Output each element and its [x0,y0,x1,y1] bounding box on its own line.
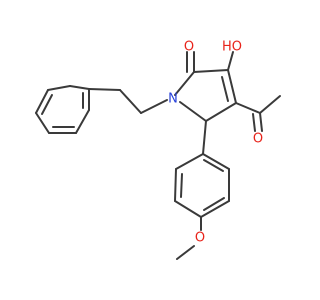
ketone-oxygen-label: O [184,40,194,55]
bond-acyl-o [259,112,263,132]
bond-ch2-ch2 [119,89,142,114]
bond-o-methyl [176,245,195,260]
bond-ch2-ph [88,88,121,91]
bond-c2-c3 [193,69,229,73]
bond-an-inner-1 [180,173,183,198]
bond-an-6 [202,153,230,170]
bond-acyl-methyl [259,95,281,114]
molecule-structure: O HO N O O [35,40,281,260]
bond-c3-c4-double [221,76,229,102]
bond-ph-6 [75,109,90,134]
bond-n-ch2 [140,99,168,114]
bond-c3-oh [227,51,234,71]
bond-ph-3 [35,89,49,114]
bond-ph-4 [35,112,50,134]
atom-labels: O HO N O O [168,40,263,246]
bond-an-4 [200,200,230,218]
bonds [35,51,281,260]
bond-ph-2 [47,85,71,91]
bond-an-2 [174,168,177,202]
bond-an-3 [174,200,202,218]
bond-c5-anisyl [202,120,207,155]
acetyl-oxygen-label: O [253,132,263,147]
methoxy-oxygen-label: O [195,231,205,246]
bond-c4-acyl [235,102,261,114]
bond-n-c2 [174,71,195,96]
bond-acyl-o-double [252,113,256,132]
bond-an-inner-2 [203,197,225,211]
ring-nitrogen-label: N [168,92,178,107]
bond-ph-1 [69,85,90,90]
bond-c4-c5 [205,102,237,122]
hydroxyl-label: HO [222,40,242,55]
bond-c5-n [179,101,207,122]
bond-an-1 [175,153,204,170]
bond-c3-c4 [227,69,237,104]
bond-ph-inner-1 [41,94,53,115]
bond-an-inner-3 [203,159,224,172]
